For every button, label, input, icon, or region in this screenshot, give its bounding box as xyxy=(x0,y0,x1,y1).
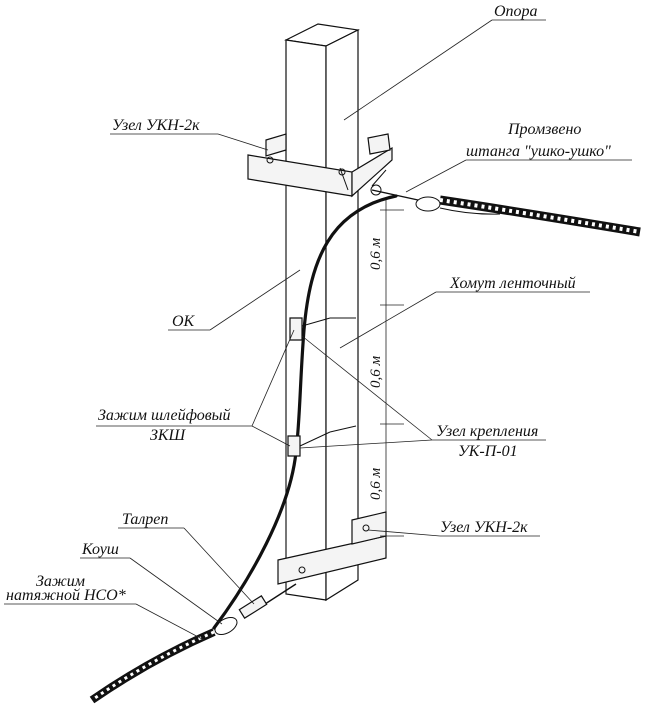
strand-left-twist xyxy=(91,630,215,702)
link-eye-1 xyxy=(370,184,382,196)
label-tension-clamp-line2: натяжной НСО* xyxy=(6,587,126,604)
lower-hardware xyxy=(89,583,297,704)
leader-pole xyxy=(343,19,493,121)
bottom-bracket-plate xyxy=(277,535,387,585)
leader-loop-2 xyxy=(251,425,291,447)
dim-label-2: 0,6 м xyxy=(368,356,384,389)
top-bracket xyxy=(247,133,393,198)
leader-lines xyxy=(4,19,632,641)
leader-mount-2 xyxy=(299,439,433,449)
top-bracket-hook xyxy=(339,167,349,191)
turnbuckle-body xyxy=(238,595,268,619)
dim-label-3: 0,6 м xyxy=(368,468,384,501)
loop-clamp-1 xyxy=(289,317,303,341)
strand-dead-end xyxy=(439,207,501,215)
top-bracket-side-plate xyxy=(351,146,393,198)
leader-loop-1 xyxy=(251,329,295,427)
top-bracket-ear-left xyxy=(265,133,287,157)
label-top-node: Узел УКН-2к xyxy=(112,117,200,134)
dim-label-1: 0,6 м xyxy=(368,238,384,271)
label-band-clamp: Хомут ленточный xyxy=(449,275,576,292)
label-loop-clamp-line2: ЗКШ xyxy=(150,427,187,444)
band-2b xyxy=(329,425,357,433)
strand-left-cable xyxy=(89,628,216,704)
mount-node-1 xyxy=(289,317,356,341)
pole xyxy=(284,23,360,602)
label-ok: ОК xyxy=(172,313,196,330)
top-bracket-ear-right xyxy=(367,133,391,155)
label-thimble: Коуш xyxy=(81,541,119,558)
leader-bottom-node xyxy=(367,529,441,537)
leader-link xyxy=(405,159,467,193)
leader-top-node xyxy=(217,133,269,151)
mount-node-2 xyxy=(287,425,357,457)
leader-thimble xyxy=(129,557,223,625)
pole-side-face xyxy=(325,29,359,602)
thimble-bottom xyxy=(214,616,238,636)
label-loop-clamp-line1: Зажим шлейфовый xyxy=(98,407,231,424)
leader-tension xyxy=(135,603,205,641)
band-2 xyxy=(299,431,331,447)
strand-right-twist xyxy=(439,198,641,234)
label-pole: Опора xyxy=(494,3,538,20)
top-bracket-stud xyxy=(371,169,387,187)
strand-right xyxy=(370,184,641,237)
label-bottom-node: Узел УКН-2к xyxy=(440,519,528,536)
leader-turnbuckle xyxy=(183,527,255,605)
dimension-lines: 0,6 м 0,6 м 0,6 м xyxy=(368,200,404,540)
leader-mount-1 xyxy=(301,335,433,441)
bolt-4 xyxy=(298,566,306,574)
optical-cable xyxy=(212,194,398,630)
labels: Опора Узел УКН-2к Промзвено штанга "ушко… xyxy=(6,3,611,604)
label-tension-clamp-line1: Зажим xyxy=(36,573,85,590)
label-mount-node-line1: Узел крепления xyxy=(436,423,538,440)
label-turnbuckle: Талреп xyxy=(122,511,168,528)
label-link-line1: Промзвено xyxy=(507,121,581,138)
leader-band xyxy=(339,291,437,349)
label-mount-node-line2: УК-П-01 xyxy=(458,443,518,460)
thimble-top xyxy=(415,196,441,212)
bolt-3 xyxy=(362,524,370,532)
label-link-line2: штанга "ушко-ушко" xyxy=(466,143,611,160)
turnbuckle-rod xyxy=(261,583,297,607)
bolt-2 xyxy=(338,168,346,176)
loop-clamp-2 xyxy=(287,435,301,457)
bolt-1 xyxy=(266,156,274,164)
band-1 xyxy=(301,317,331,327)
leader-ok xyxy=(209,269,301,331)
